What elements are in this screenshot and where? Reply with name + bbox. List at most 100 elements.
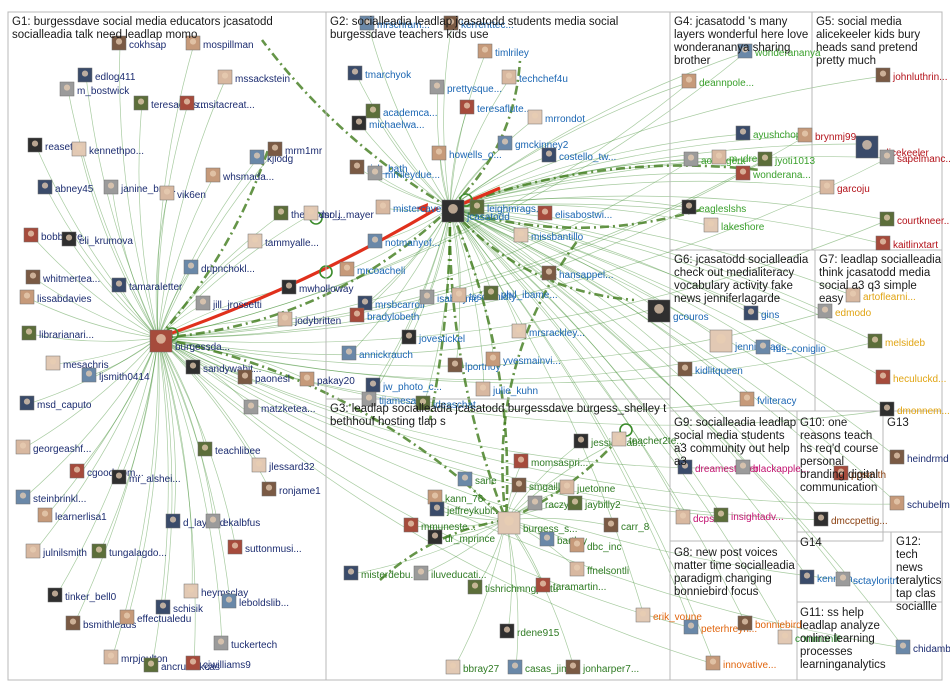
node[interactable]: kann_76 — [427, 489, 484, 505]
node[interactable]: melsideb — [867, 333, 925, 349]
node[interactable]: wonderananya — [737, 43, 821, 59]
node[interactable]: leighmrags... — [469, 199, 544, 215]
node[interactable]: edlog411 — [77, 67, 136, 83]
node[interactable]: annickrauch — [341, 345, 413, 361]
node[interactable]: iluveducati... — [413, 565, 487, 581]
node[interactable]: brynmj99 — [797, 127, 857, 143]
node[interactable]: blackapple... — [735, 459, 809, 475]
node[interactable]: jonharper7... — [565, 659, 639, 675]
node[interactable]: gcouros — [647, 299, 709, 323]
node[interactable]: tamaraletter — [111, 277, 183, 293]
node[interactable]: matzketea... — [243, 399, 315, 415]
node[interactable]: librarianari... — [21, 325, 94, 341]
node[interactable]: ideaschat — [415, 395, 476, 411]
node[interactable]: cokhsap — [111, 35, 167, 51]
node[interactable]: heymsclay — [183, 583, 248, 599]
node[interactable]: lakeshore — [703, 217, 765, 233]
node[interactable]: jlessard32 — [251, 457, 315, 473]
node[interactable]: sane — [457, 471, 497, 487]
node[interactable]: carr_8 — [603, 517, 650, 533]
node[interactable]: schubelm — [889, 495, 950, 511]
node[interactable]: ppsmith — [833, 465, 886, 481]
node[interactable]: bbray27 — [445, 659, 500, 675]
node[interactable]: prettysque... — [429, 79, 502, 95]
node[interactable]: hansappel... — [541, 265, 614, 281]
node[interactable]: whsmada... — [205, 167, 274, 183]
node[interactable]: lportnoy — [447, 357, 501, 373]
node[interactable]: teresagros... — [133, 95, 207, 111]
node[interactable]: techchef4u — [501, 69, 568, 85]
node[interactable]: casas_jim... — [507, 659, 578, 675]
node[interactable]: momsaspri... — [513, 453, 588, 469]
node[interactable]: mrrondot — [527, 109, 585, 125]
node[interactable]: johnluthrin... — [875, 67, 947, 83]
node[interactable]: juetonne — [559, 479, 616, 495]
node[interactable]: commonlit — [777, 629, 841, 645]
node[interactable]: mrschram... — [359, 15, 430, 31]
node[interactable]: jyoti1013 — [757, 151, 815, 167]
node[interactable]: kjlodg — [249, 149, 293, 165]
node[interactable]: dripnchokl... — [183, 259, 255, 275]
node[interactable]: julie_kuhn — [475, 381, 538, 397]
node[interactable]: gins — [743, 305, 779, 321]
node[interactable]: mospillman — [185, 35, 254, 51]
node[interactable]: d_layfield — [165, 513, 225, 529]
node[interactable]: heindrmd — [889, 449, 949, 465]
node[interactable]: heculuckd... — [875, 369, 946, 385]
node[interactable]: dmccpettig... — [813, 511, 888, 527]
node[interactable]: lissabdavies — [19, 289, 91, 305]
node[interactable]: georgeashf... — [15, 439, 91, 455]
node[interactable]: raczyz — [527, 495, 574, 511]
node[interactable]: ekalbfus — [205, 513, 260, 529]
node[interactable]: gmckinney2 — [497, 135, 569, 151]
node[interactable]: janine_bro... — [103, 179, 176, 195]
node[interactable]: dbc_inc — [569, 537, 621, 553]
node[interactable]: m_bostwick — [59, 81, 130, 97]
node[interactable]: kennethpo... — [71, 141, 144, 157]
node[interactable]: tuckertech — [213, 635, 277, 651]
node[interactable]: jcasatodd — [441, 199, 510, 223]
node[interactable]: reaset — [27, 137, 73, 153]
node[interactable]: m_drez — [711, 149, 762, 165]
node[interactable]: bsmithleads — [65, 615, 136, 631]
node[interactable]: rmsitacreat... — [179, 95, 255, 111]
node[interactable]: tammyalle... — [247, 233, 319, 249]
node[interactable]: dr_mprince — [427, 529, 495, 545]
node[interactable]: courtkneer... — [879, 211, 950, 227]
node[interactable]: sctayloritrt — [835, 571, 899, 587]
node[interactable]: howells_o... — [431, 145, 502, 161]
node[interactable]: elisabostwi... — [537, 205, 612, 221]
node[interactable]: whitmertea... — [25, 269, 100, 285]
node[interactable]: insightadv... — [713, 507, 784, 523]
node[interactable]: mmuneste... — [403, 517, 476, 533]
node[interactable]: ronjame1 — [261, 481, 321, 497]
node[interactable]: michaelwa... — [351, 115, 425, 131]
node[interactable]: erik_voune — [635, 607, 702, 623]
node[interactable]: jaybilly2 — [567, 495, 621, 511]
node[interactable]: learnerlisa1 — [37, 507, 107, 523]
node[interactable]: jill_jrossetti — [195, 295, 262, 311]
node[interactable]: kidlitqueen — [677, 361, 743, 377]
node[interactable]: jeffreykubi... — [429, 501, 501, 517]
node[interactable]: yvesmainvi... — [485, 351, 561, 367]
node[interactable]: timlriley — [477, 43, 529, 59]
node[interactable]: kaitlinxtart — [875, 235, 938, 251]
node[interactable]: ffnelsontli — [569, 561, 629, 577]
node[interactable]: leboldslib... — [221, 593, 289, 609]
node[interactable]: burgess_s... — [497, 511, 577, 535]
node[interactable]: missbantillo — [513, 227, 584, 243]
node[interactable]: mssackstein — [217, 69, 290, 85]
node[interactable]: abney45 — [37, 179, 94, 195]
node[interactable]: bradylobeth — [349, 307, 419, 323]
node[interactable]: vik6en — [159, 185, 206, 201]
node[interactable]: mrsbcarroll — [357, 295, 424, 311]
node[interactable]: paonesl — [237, 369, 290, 385]
node[interactable]: jodybritten — [277, 311, 341, 327]
node[interactable]: mwholloway — [281, 279, 353, 295]
node[interactable]: jovestickel — [401, 329, 465, 345]
node[interactable]: alicekeeler — [855, 135, 929, 159]
node[interactable]: mrm1mr — [267, 141, 323, 157]
node[interactable]: bonniebird — [737, 615, 802, 631]
node[interactable]: teresaflute... — [459, 99, 532, 115]
node[interactable]: dcpsm — [675, 509, 722, 525]
